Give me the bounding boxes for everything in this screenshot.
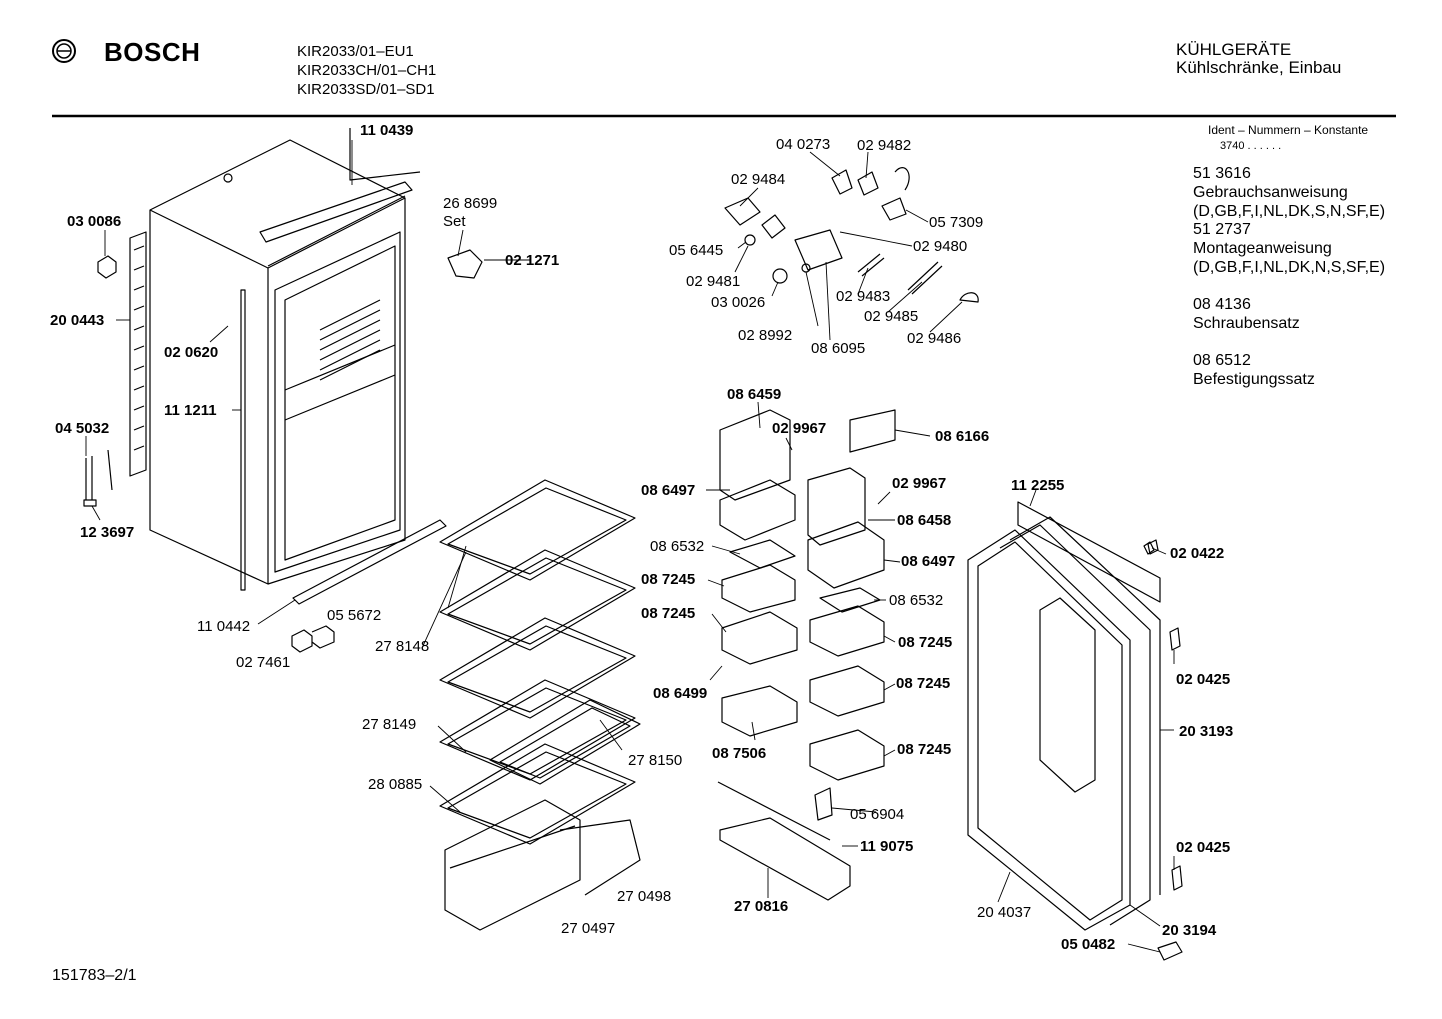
doc-languages: (D,GB,F,I,NL,DK,S,N,SF,E) xyxy=(1193,203,1386,220)
part-label: 27 0498 xyxy=(617,888,672,905)
part-label: 08 7245 xyxy=(641,571,696,588)
part-label: 02 0425 xyxy=(1176,671,1231,688)
part-label: 02 9484 xyxy=(731,171,786,188)
part-label: 08 6497 xyxy=(901,553,956,570)
model-1: KIR2033/01–EU1 xyxy=(297,43,414,60)
part-label: 05 0482 xyxy=(1061,936,1116,953)
part-label: 08 6499 xyxy=(653,685,708,702)
part-label: 27 0816 xyxy=(734,898,789,915)
model-3: KIR2033SD/01–SD1 xyxy=(297,81,435,98)
part-label: 08 7245 xyxy=(641,605,696,622)
part-label: 03 0086 xyxy=(67,213,122,230)
part-123697-icon xyxy=(83,456,97,507)
part-label: 26 8699 xyxy=(443,195,498,212)
part-027461-icon xyxy=(291,625,335,653)
part-label: 05 6445 xyxy=(669,242,724,259)
part-label: 20 3194 xyxy=(1162,922,1217,939)
part-045032-icon xyxy=(107,449,113,491)
part-label: 02 9967 xyxy=(892,475,947,492)
part-label: 11 2255 xyxy=(1011,477,1065,494)
doc-title: Schraubensatz xyxy=(1193,315,1300,332)
part-label: 02 0620 xyxy=(164,344,219,361)
part-label: 27 0497 xyxy=(561,920,616,937)
part-label: 02 9485 xyxy=(864,308,919,325)
part-label: 08 6459 xyxy=(727,386,782,403)
ident-value: 3740 . . . . . . xyxy=(1220,140,1282,152)
doc-number: 08 6512 xyxy=(1193,352,1251,369)
subcategory-title: Kühlschränke, Einbau xyxy=(1176,58,1342,77)
cabinet-drawing xyxy=(129,128,447,605)
part-label: 08 7245 xyxy=(898,634,953,651)
doc-title: Gebrauchsanweisung xyxy=(1193,184,1348,201)
part-label: 02 9480 xyxy=(913,238,968,255)
drawing-number: 151783–2/1 xyxy=(52,967,137,984)
part-021271-icon xyxy=(447,249,483,279)
part-label: 20 3193 xyxy=(1179,723,1234,740)
part-label: 04 5032 xyxy=(55,420,110,437)
part-label: 08 6532 xyxy=(650,538,705,555)
part-label: 08 6095 xyxy=(811,340,866,357)
part-label: 08 6458 xyxy=(897,512,952,529)
part-label: 02 9483 xyxy=(836,288,891,305)
part-label: 08 7506 xyxy=(712,745,767,762)
bosch-logo-icon xyxy=(52,39,76,63)
part-label: 02 9967 xyxy=(772,420,827,437)
part-label: 11 0442 xyxy=(197,618,251,635)
doc-number: 08 4136 xyxy=(1193,296,1251,313)
part-030086-icon xyxy=(97,255,117,279)
part-label: 03 0026 xyxy=(711,294,766,311)
brand-name: BOSCH xyxy=(104,37,201,67)
part-label: 05 6904 xyxy=(850,806,905,823)
part-label: 02 0422 xyxy=(1170,545,1225,562)
shelves-drawing xyxy=(439,479,641,931)
doc-number: 51 3616 xyxy=(1193,165,1251,182)
leader-lines xyxy=(85,140,1175,953)
part-label: 12 3697 xyxy=(80,524,135,541)
door-drawing xyxy=(967,501,1183,931)
doc-languages: (D,GB,F,I,NL,DK,N,S,SF,E) xyxy=(1193,259,1386,276)
doc-number: 51 2737 xyxy=(1193,221,1251,238)
part-label: 02 9486 xyxy=(907,330,962,347)
model-2: KIR2033CH/01–CH1 xyxy=(297,62,437,79)
part-020422-icon xyxy=(1143,541,1155,555)
part-label: 08 6532 xyxy=(889,592,944,609)
part-label: 11 1211 xyxy=(164,402,217,419)
part-label: 28 0885 xyxy=(368,776,423,793)
part-label: 05 7309 xyxy=(929,214,984,231)
part-label: 11 0439 xyxy=(360,122,414,139)
door-bins-drawing xyxy=(717,409,896,901)
part-label: 02 9482 xyxy=(857,137,912,154)
part-label: 02 0425 xyxy=(1176,839,1231,856)
part-label: 02 7461 xyxy=(236,654,291,671)
part-label: 27 8148 xyxy=(375,638,430,655)
category-title: KÜHLGERÄTE xyxy=(1176,40,1292,59)
part-label: Set xyxy=(443,213,466,230)
part-label: 27 8149 xyxy=(362,716,417,733)
part-label: 02 8992 xyxy=(738,327,793,344)
part-label: 08 7245 xyxy=(897,741,952,758)
part-label: 20 4037 xyxy=(977,904,1032,921)
doc-title: Befestigungssatz xyxy=(1193,371,1315,388)
part-label: 04 0273 xyxy=(776,136,831,153)
part-label: 08 7245 xyxy=(896,675,951,692)
part-label: 20 0443 xyxy=(50,312,105,329)
part-label: 27 8150 xyxy=(628,752,683,769)
part-050482-icon xyxy=(1157,941,1183,961)
doc-title: Montageanweisung xyxy=(1193,240,1332,257)
part-label: 08 6166 xyxy=(935,428,990,445)
ident-title: Ident – Nummern – Konstante xyxy=(1208,123,1369,137)
part-label: 02 9481 xyxy=(686,273,741,290)
part-label: 11 9075 xyxy=(860,838,914,855)
part-label: 02 1271 xyxy=(505,252,560,269)
part-label: 05 5672 xyxy=(327,607,382,624)
part-label: 08 6497 xyxy=(641,482,696,499)
